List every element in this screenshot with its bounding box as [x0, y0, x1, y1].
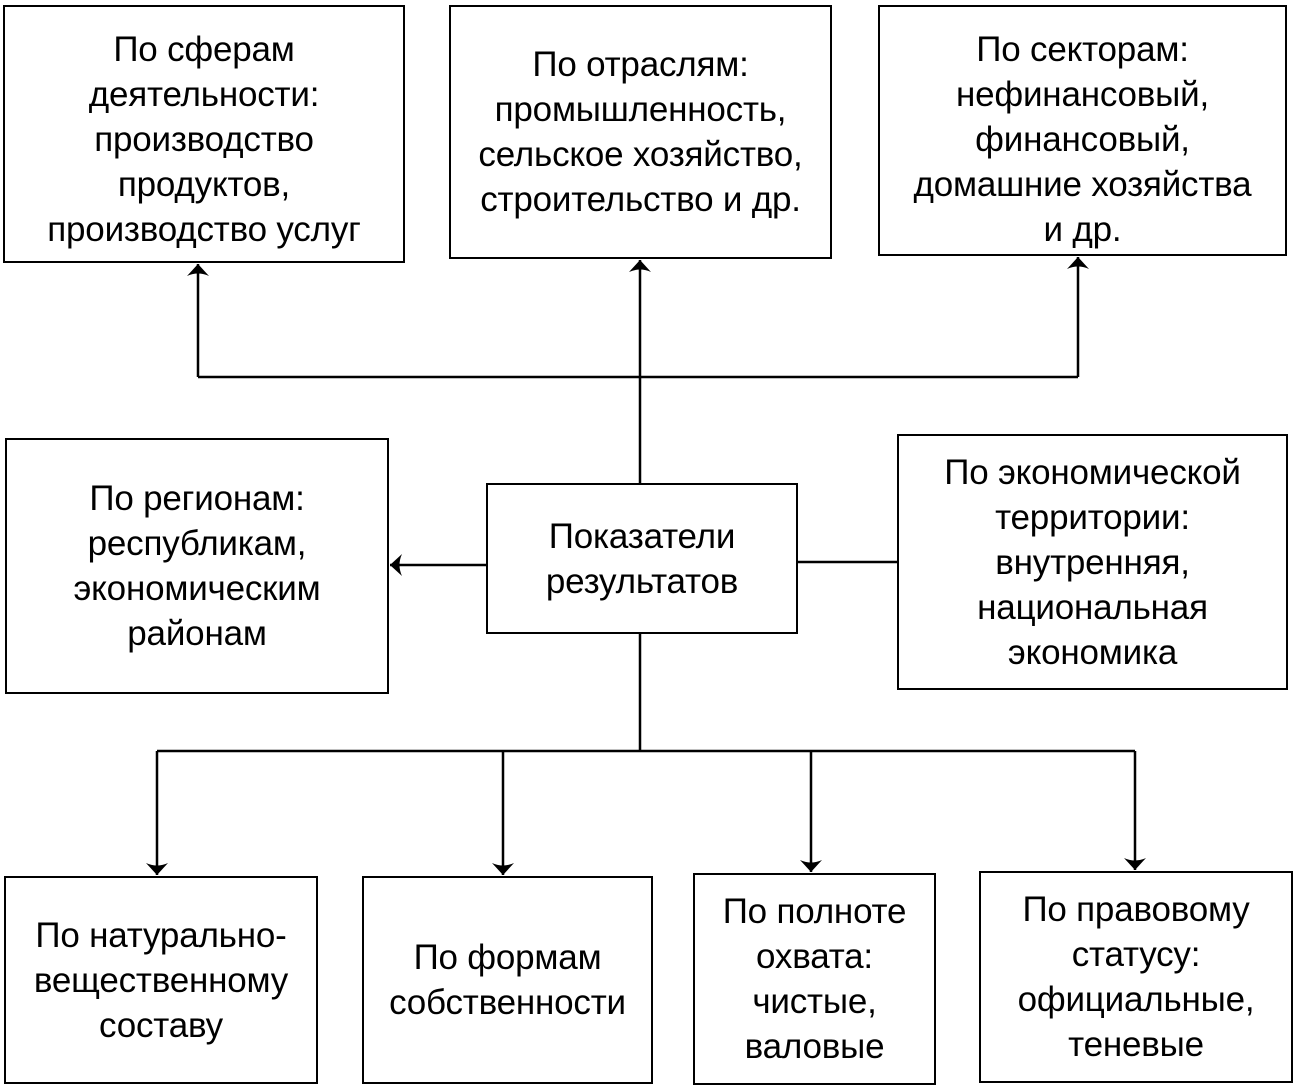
node-sectors-line-1: По секторам: — [976, 30, 1189, 69]
node-regions: По регионам: республикам, экономическим … — [5, 438, 389, 694]
node-legal-line-2: статусу: — [1071, 935, 1201, 974]
node-spheres-line-5: производство услуг — [47, 210, 361, 249]
node-spheres-line-3: производство — [94, 120, 314, 159]
node-regions-line-1: По регионам: — [89, 479, 305, 518]
node-ownership-line-2: собственности — [389, 983, 626, 1022]
node-branches-line-4: строительство и др. — [480, 180, 801, 219]
node-territory-line-2: территории: — [995, 497, 1190, 537]
node-territory-line-3: внутренняя, — [995, 542, 1190, 582]
node-sectors-line-5: и др. — [1043, 210, 1122, 249]
node-branches-line-3: сельское хозяйство, — [478, 135, 803, 174]
node-branches-line-1: По отраслям: — [532, 45, 749, 84]
node-legal: По правовому статусу: официальные, тенев… — [979, 871, 1293, 1083]
node-territory: По экономической территории: внутренняя,… — [897, 434, 1288, 690]
node-ownership-line-1: По формам — [413, 938, 602, 977]
node-regions-line-3: экономическим — [73, 569, 321, 608]
node-spheres: По сферам деятельности: производство про… — [3, 5, 405, 263]
node-legal-line-1: По правовому — [1022, 890, 1250, 929]
node-sectors-line-2: нефинансовый, — [955, 75, 1210, 114]
node-natural-line-2: вещественному — [33, 960, 289, 1000]
node-ownership: По формам собственности — [362, 876, 653, 1084]
node-branches-line-2: промышленность, — [494, 90, 787, 129]
node-center: Показатели результатов — [486, 483, 798, 634]
node-coverage-line-2: охвата: — [756, 937, 873, 976]
node-legal-line-3: официальные, — [1017, 980, 1255, 1019]
node-sectors-line-4: домашние хозяйства — [913, 165, 1252, 204]
node-legal-line-4: теневые — [1068, 1025, 1204, 1064]
node-center-line-1: Показатели — [548, 516, 736, 556]
node-territory-line-5: экономика — [1007, 632, 1178, 672]
node-coverage-line-3: чистые, — [752, 982, 877, 1021]
node-natural-line-1: По натурально- — [35, 915, 287, 955]
node-sectors-line-3: финансовый, — [975, 120, 1190, 159]
node-spheres-line-2: деятельности: — [88, 75, 320, 114]
node-coverage-line-1: По полноте — [722, 892, 907, 931]
node-spheres-line-1: По сферам — [113, 30, 295, 69]
node-territory-line-4: национальная — [977, 587, 1208, 627]
node-spheres-line-4: продуктов, — [117, 165, 291, 204]
node-coverage-line-4: валовые — [744, 1027, 885, 1066]
node-regions-line-4: районам — [127, 614, 267, 653]
node-coverage: По полноте охвата: чистые, валовые — [693, 873, 936, 1085]
node-regions-line-2: республикам, — [87, 524, 307, 563]
node-branches: По отраслям: промышленность, сельское хо… — [449, 5, 832, 259]
node-sectors: По секторам: нефинансовый, финансовый, д… — [878, 5, 1287, 256]
node-territory-line-1: По экономической — [944, 452, 1241, 492]
node-center-line-2: результатов — [545, 561, 739, 601]
node-natural: По натурально- вещественному составу — [4, 876, 318, 1084]
node-natural-line-3: составу — [99, 1005, 223, 1045]
